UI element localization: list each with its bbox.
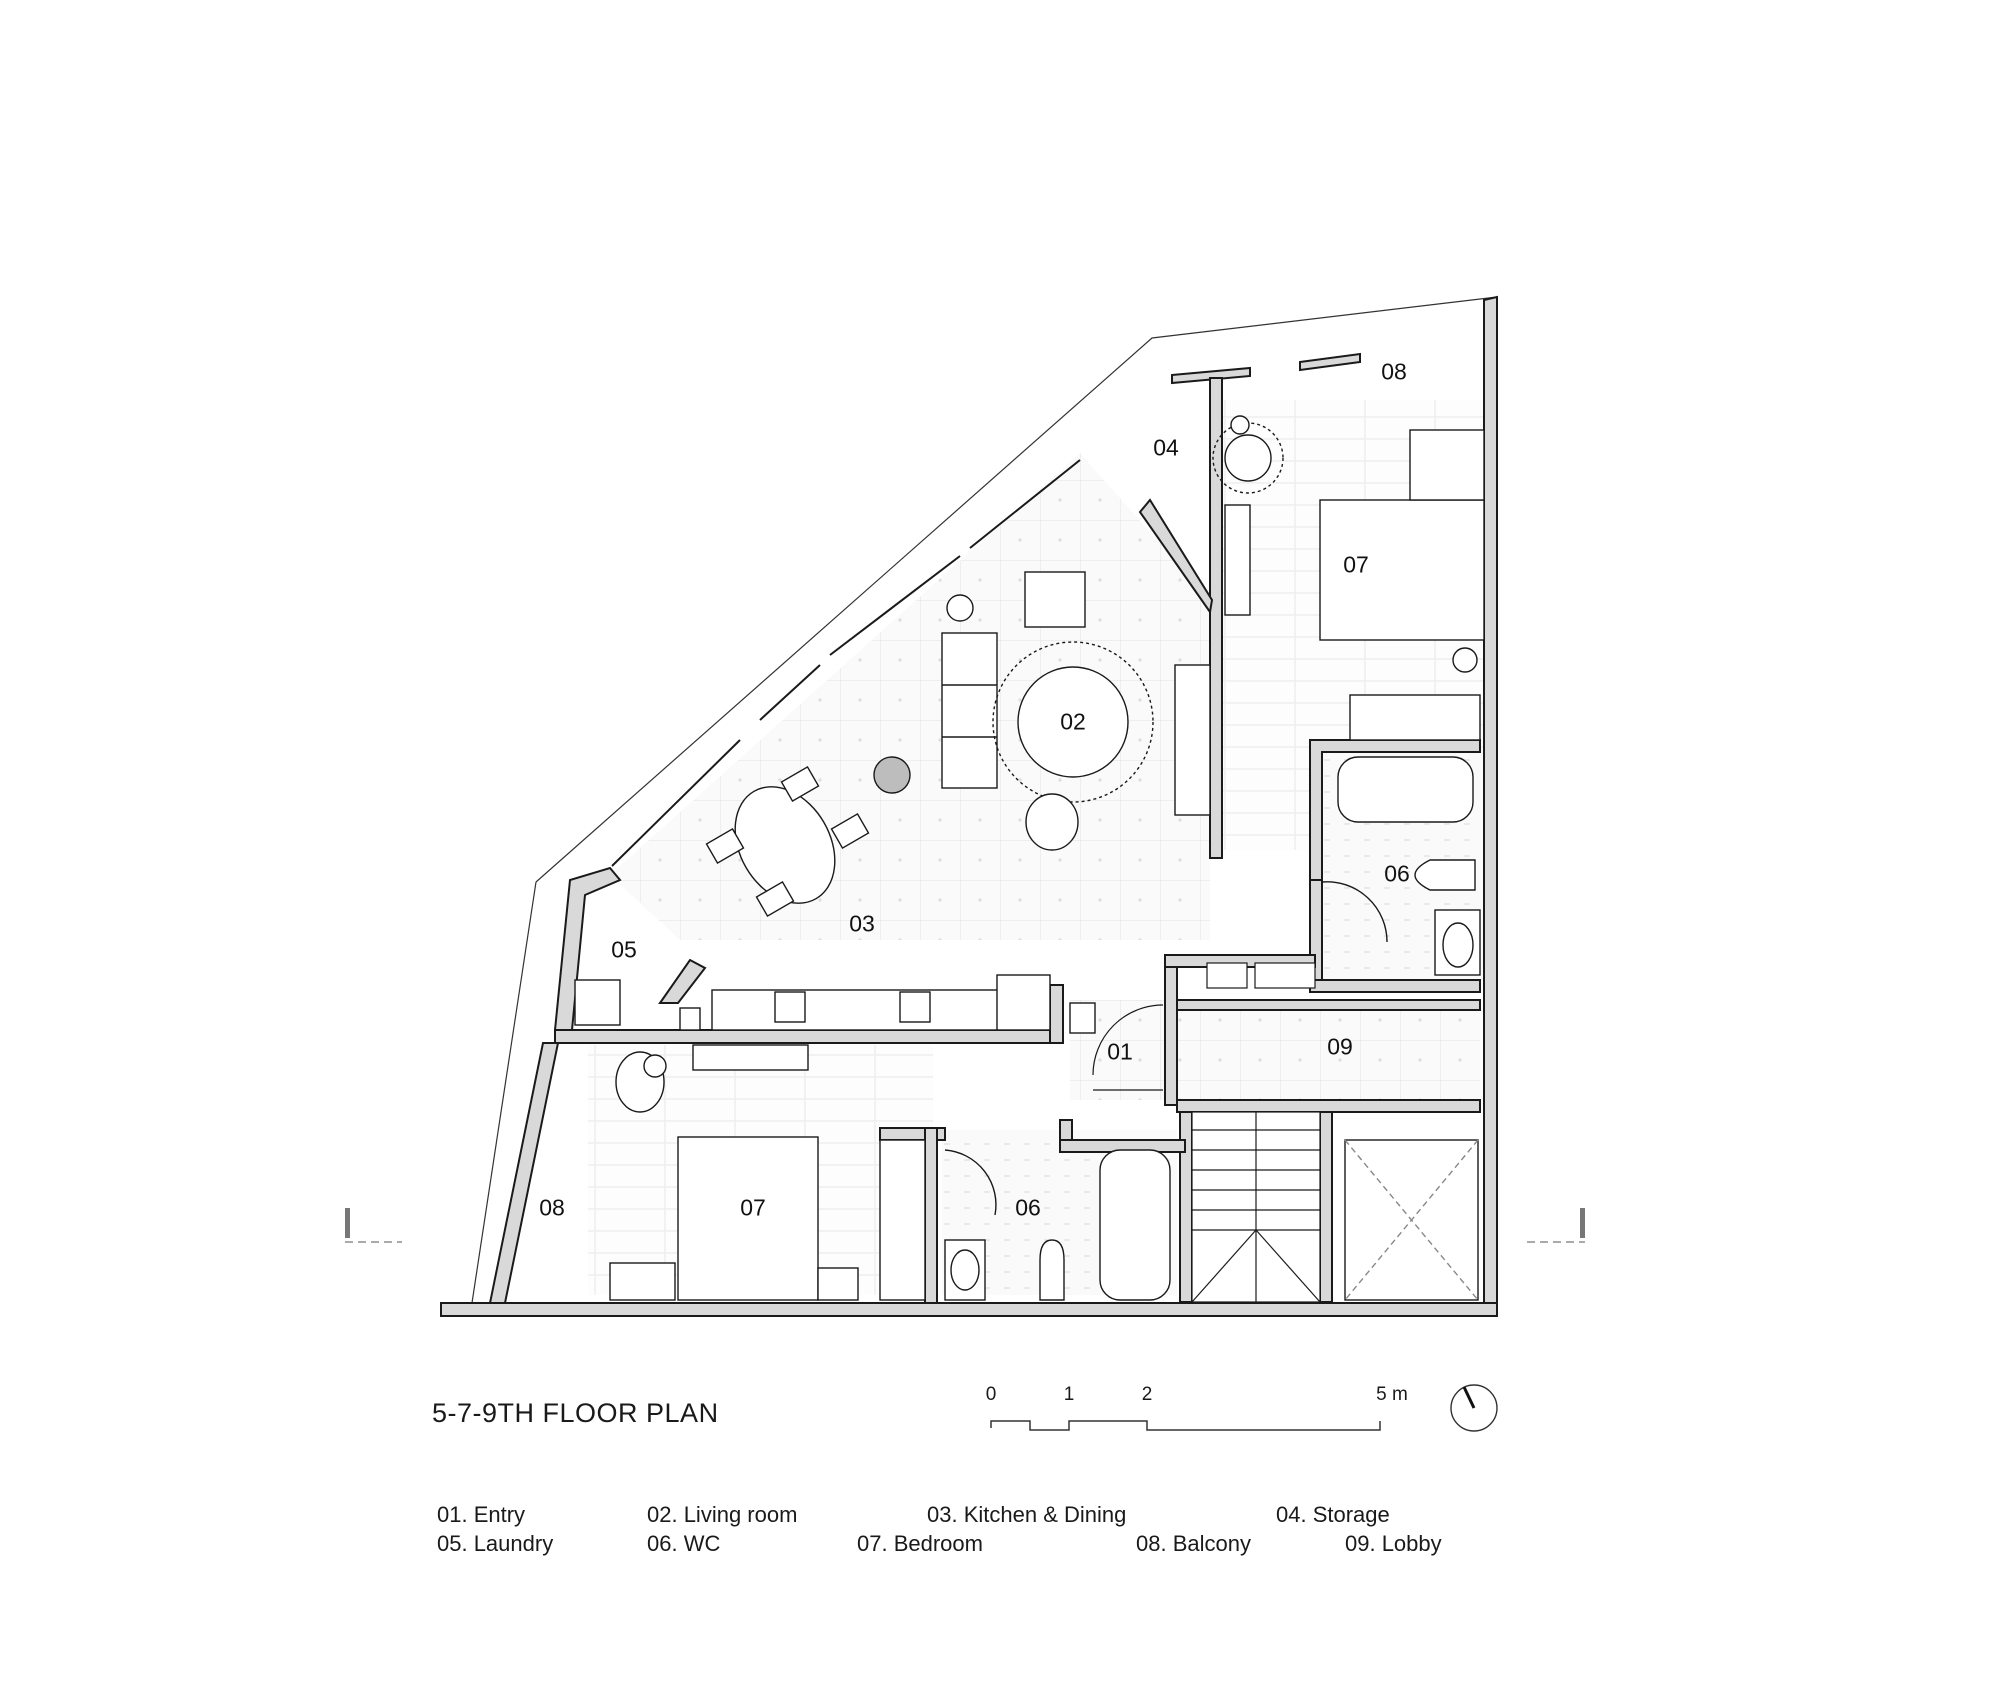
legend-item-bedroom: 07. Bedroom (857, 1531, 983, 1556)
room-label-laundry: 05 (611, 936, 637, 963)
room-label-storage: 04 (1153, 434, 1179, 461)
lift-shaft (1344, 1139, 1479, 1301)
room-label-entry: 01 (1107, 1038, 1133, 1065)
lower-bedroom-furniture (609, 1044, 926, 1301)
room-label-balcony-upper: 08 (1381, 358, 1407, 385)
scale-tick-1: 1 (1063, 1384, 1075, 1405)
room-label-lobby: 09 (1327, 1033, 1353, 1060)
service-shafts (1206, 962, 1316, 989)
legend-item-storage: 04. Storage (1276, 1502, 1390, 1527)
living-furniture (873, 571, 1211, 851)
scale-tick-2: 2 (1141, 1384, 1153, 1405)
north-arrow-icon (1450, 1384, 1498, 1432)
room-label-wc-lower: 06 (1015, 1194, 1041, 1221)
room-label-wc-upper: 06 (1384, 860, 1410, 887)
section-markers (345, 1208, 1585, 1243)
legend-item-entry: 01. Entry (437, 1502, 526, 1527)
scale-bar (990, 1420, 1381, 1431)
legend-item-living-room: 02. Living room (647, 1502, 798, 1527)
scale-tick-5m: 5 m (1376, 1384, 1408, 1405)
facade-glazing (611, 459, 1081, 867)
upper-wc-fixtures (1321, 756, 1481, 976)
room-label-balcony-lower: 08 (539, 1194, 565, 1221)
room-label-kitchen: 03 (849, 910, 875, 937)
plan-title: 5-7-9TH FLOOR PLAN (432, 1398, 719, 1428)
site-outline (469, 296, 1498, 1317)
room-label-living: 02 (1060, 708, 1086, 735)
upper-bedroom-furniture (1212, 415, 1485, 741)
legend-item-lobby: 09. Lobby (1345, 1531, 1442, 1556)
lower-wc-fixtures (944, 1149, 1171, 1301)
legend-item-laundry: 05. Laundry (437, 1531, 554, 1556)
legend-item-kitchen-dining: 03. Kitchen & Dining (927, 1502, 1127, 1527)
room-label-bedroom-upper: 07 (1343, 551, 1369, 578)
legend-item-wc: 06. WC (647, 1531, 721, 1556)
scale-tick-0: 0 (985, 1384, 997, 1405)
entry-door (1092, 1004, 1164, 1091)
stair (1191, 1111, 1321, 1303)
room-label-bedroom-lower: 07 (740, 1194, 766, 1221)
dining-furniture (705, 766, 870, 917)
legend-item-balcony: 08. Balcony (1136, 1531, 1251, 1556)
kitchen-counter (574, 974, 1096, 1034)
